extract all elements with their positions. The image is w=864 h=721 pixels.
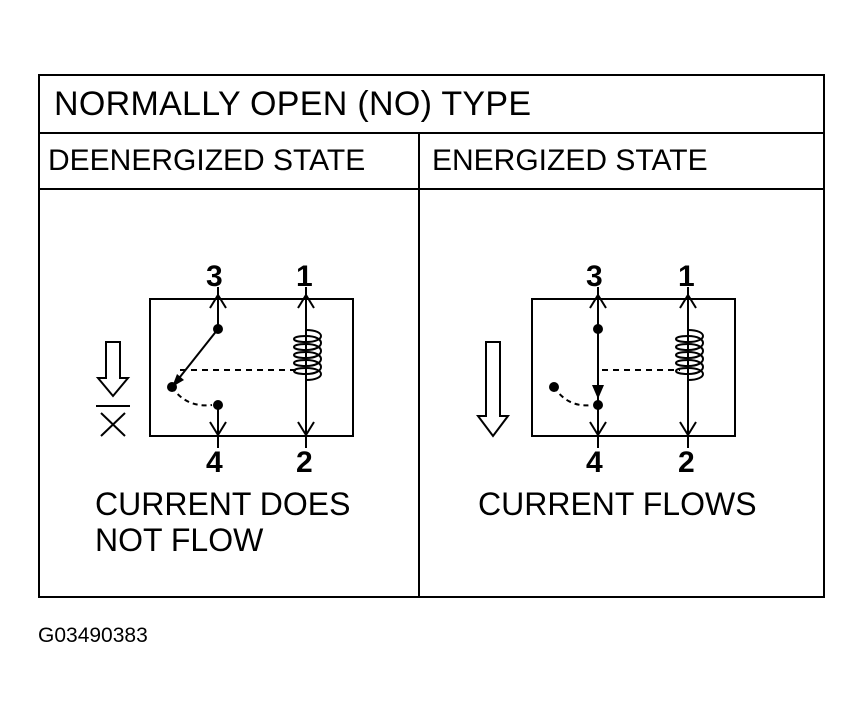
- terminal-4-label: 4: [206, 446, 223, 479]
- terminal-2-label: 2: [296, 446, 313, 479]
- relay-box: [149, 298, 354, 437]
- contact-4-dot: [213, 400, 223, 410]
- contact-3-dot: [593, 324, 603, 334]
- terminal-3-label: 3: [586, 260, 603, 293]
- armature-travel-arc: [553, 386, 593, 407]
- switch-arm-open: [172, 328, 219, 387]
- energized-state-label: ENERGIZED STATE: [432, 144, 708, 177]
- terminal-4-label: 4: [586, 446, 603, 479]
- column-divider: [418, 134, 420, 596]
- terminal-3-arrow-icon: [209, 287, 227, 329]
- diagram-title: NORMALLY OPEN (NO) TYPE: [54, 85, 532, 123]
- blocked-arrow-down-icon: [95, 341, 131, 437]
- deenergized-panel: 3 1 4 2 CURRENT DOES NOT FLOW: [40, 190, 418, 596]
- energized-caption: CURRENT FLOWS: [478, 486, 757, 522]
- switch-arm-closed: [592, 385, 604, 399]
- coil-icon: [293, 329, 322, 381]
- terminal-3-arrow-icon: [589, 287, 607, 448]
- arrow-down-icon: [476, 341, 510, 438]
- terminal-4-arrow-icon: [209, 405, 227, 448]
- relay-diagram-frame: NORMALLY OPEN (NO) TYPE DEENERGIZED STAT…: [38, 74, 825, 598]
- armature-travel-arc: [171, 386, 213, 407]
- title-row: NORMALLY OPEN (NO) TYPE: [40, 76, 823, 134]
- terminal-1-label: 1: [678, 260, 695, 293]
- terminal-2-label: 2: [678, 446, 695, 479]
- energized-relay-schematic: 3 1 4 2: [476, 260, 736, 479]
- deenergized-relay-schematic: 3 1 4 2: [95, 260, 354, 479]
- deenergized-state-label: DEENERGIZED STATE: [48, 144, 366, 177]
- relay-box: [531, 298, 736, 437]
- state-header-row: DEENERGIZED STATE ENERGIZED STATE: [40, 134, 823, 190]
- contact-4-dot: [593, 400, 603, 410]
- coil-icon: [675, 329, 704, 381]
- caption-line-1: CURRENT DOES: [95, 486, 351, 522]
- energized-panel: 3 1 4 2 CURRENT FLOWS: [420, 190, 823, 596]
- deenergized-caption: CURRENT DOES NOT FLOW: [95, 486, 350, 558]
- figure-code: G03490383: [38, 624, 148, 647]
- caption-line-1: CURRENT FLOWS: [478, 486, 757, 522]
- terminal-4-arrow-icon: [589, 421, 607, 437]
- terminal-1-label: 1: [296, 260, 313, 293]
- terminal-3-label: 3: [206, 260, 223, 293]
- caption-line-2: NOT FLOW: [95, 522, 264, 558]
